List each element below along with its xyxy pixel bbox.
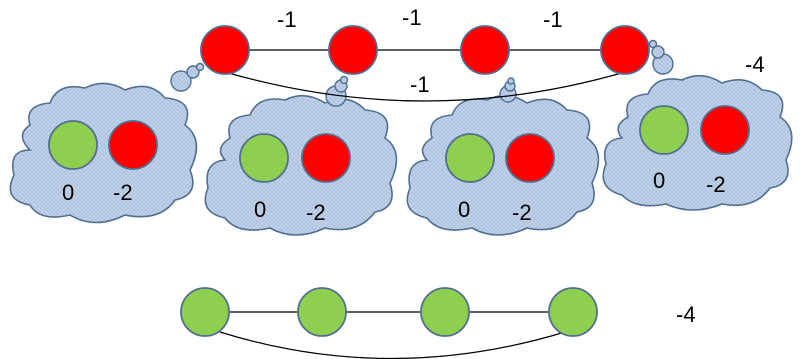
top-edge-label-1: -1 <box>277 7 297 32</box>
top-edge-label-4: -1 <box>410 72 430 97</box>
cloud-4 <box>602 74 793 211</box>
cloud-2-contents: 0 -2 <box>239 133 351 225</box>
cloud-2-green-node <box>239 133 289 183</box>
top-edge-1-4 <box>224 71 626 102</box>
cloud-1-green-node <box>48 120 98 170</box>
cloud-3 <box>406 94 600 236</box>
top-node-2 <box>328 25 378 75</box>
cloud-4-green-value: 0 <box>653 168 665 193</box>
top-node-3 <box>460 25 510 75</box>
bottom-edge-1-4 <box>219 331 566 359</box>
bottom-node-1 <box>180 287 230 337</box>
bottom-graph: -4 <box>180 287 696 359</box>
cloud-4-green-node <box>639 105 689 155</box>
top-node-4 <box>600 25 650 75</box>
cloud-3-contents: 0 -2 <box>445 133 555 225</box>
cloud-1 <box>9 82 198 224</box>
cloud-3-green-node <box>445 133 495 183</box>
bottom-node-2 <box>297 287 347 337</box>
cloud-4-contents: 0 -2 <box>639 105 750 197</box>
cloud-2 <box>204 94 398 236</box>
cloud-4-red-node <box>700 105 750 155</box>
cloud-2-red-value: -2 <box>306 200 326 225</box>
cloud-3-red-value: -2 <box>512 200 532 225</box>
top-node-1 <box>200 25 250 75</box>
top-edge-label-2: -1 <box>402 5 422 30</box>
cloud-1-red-value: -2 <box>113 180 133 205</box>
cloud-4-red-value: -2 <box>706 172 726 197</box>
top-total-label: -4 <box>745 52 765 77</box>
cloud-2-red-node <box>301 133 351 183</box>
cloud-1-red-node <box>108 120 158 170</box>
top-graph: -1 -1 -1 -1 -4 <box>200 5 765 102</box>
cloud-3-green-value: 0 <box>458 197 470 222</box>
cloud-2-green-value: 0 <box>254 197 266 222</box>
cloud-1-green-value: 0 <box>62 180 74 205</box>
bottom-node-3 <box>420 287 470 337</box>
cloud-1-contents: 0 -2 <box>48 120 158 205</box>
bottom-node-4 <box>548 287 598 337</box>
bottom-total-label: -4 <box>676 302 696 327</box>
cloud-3-red-node <box>505 133 555 183</box>
top-edge-label-3: -1 <box>543 7 563 32</box>
